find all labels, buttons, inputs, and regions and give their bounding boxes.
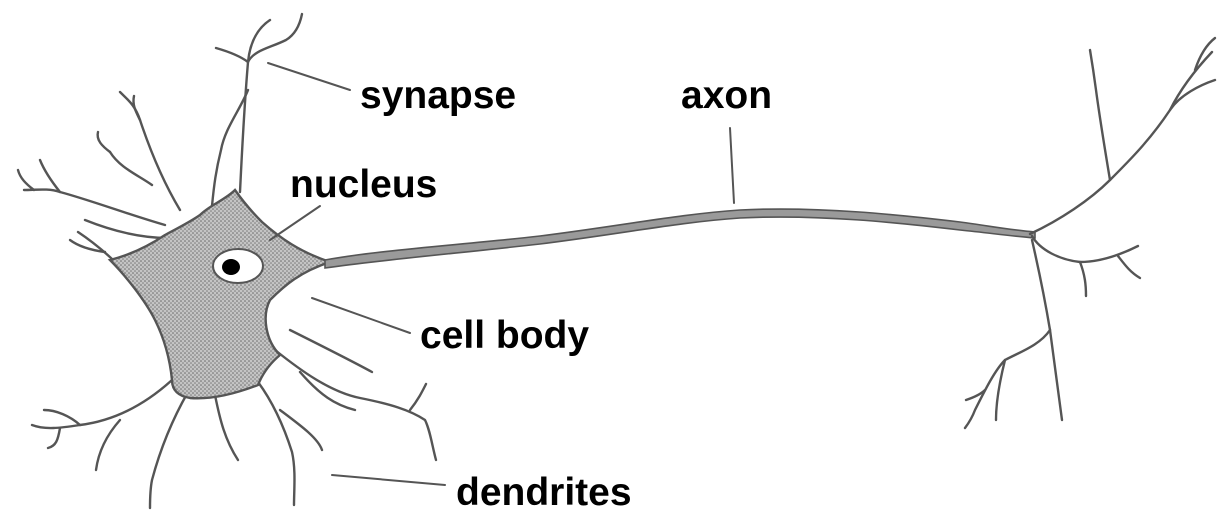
cell-body-label: cell body	[420, 316, 589, 355]
dendrites-leader-line	[332, 475, 445, 485]
synapse-label: synapse	[360, 76, 516, 115]
nucleolus-shape	[222, 259, 240, 275]
nucleus-leader-line	[270, 206, 320, 240]
dendrites-label: dendrites	[456, 473, 632, 512]
leader-lines	[268, 63, 734, 485]
axon-leader-line	[730, 128, 734, 203]
axon-shape	[325, 209, 1035, 268]
axon-label: axon	[681, 76, 772, 115]
synapse-leader-line	[268, 63, 350, 90]
cell-body-leader-line	[312, 298, 410, 333]
nucleus-label: nucleus	[290, 165, 437, 204]
